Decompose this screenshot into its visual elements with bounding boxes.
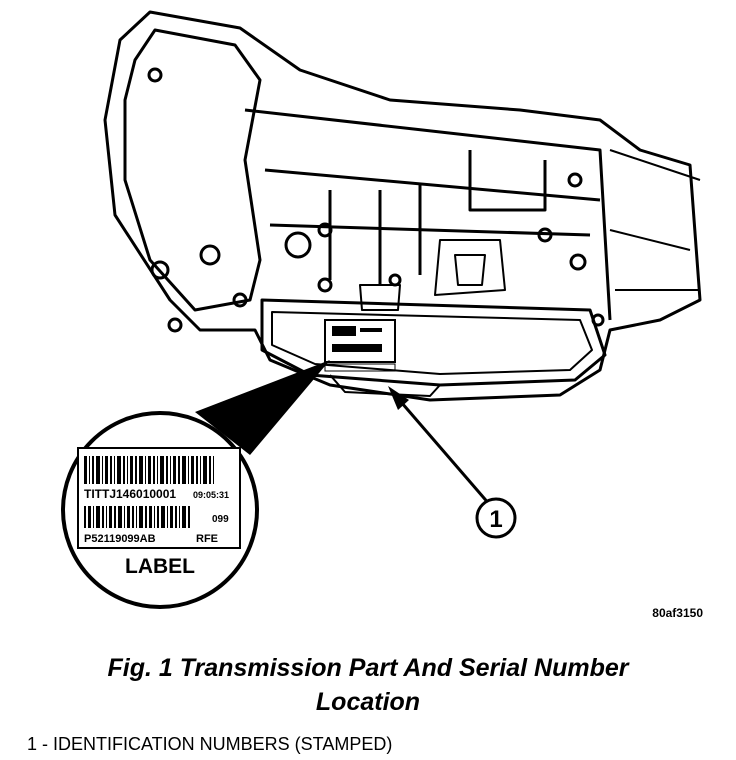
magnifier-pointer (195, 360, 330, 455)
label-title: LABEL (125, 555, 195, 578)
transmission-illustration: TITTJ146010001 09:05:31 099 P52119099AB … (61, 10, 703, 620)
label-detail-magnifier: TITTJ146010001 09:05:31 099 P52119099AB … (61, 411, 259, 609)
callout-1: 1 (388, 386, 517, 539)
barcode-top (84, 456, 214, 484)
legend-item-1: 1 - IDENTIFICATION NUMBERS (STAMPED) (27, 734, 393, 754)
label-type: RFE (196, 533, 218, 545)
stamped-label-plate (324, 319, 396, 372)
callout-number: 1 (489, 506, 502, 533)
transmission-housing (103, 10, 702, 402)
figure-caption-line1: Fig. 1 Transmission Part And Serial Numb… (107, 654, 629, 682)
figure-caption-line2: Location (315, 688, 421, 716)
label-code: 099 (212, 514, 229, 525)
label-part-number: P52119099AB (84, 533, 156, 545)
label-time: 09:05:31 (193, 490, 229, 500)
image-code: 80af3150 (652, 606, 703, 620)
barcode-bottom (84, 506, 190, 528)
label-serial: TITTJ146010001 (84, 487, 176, 501)
